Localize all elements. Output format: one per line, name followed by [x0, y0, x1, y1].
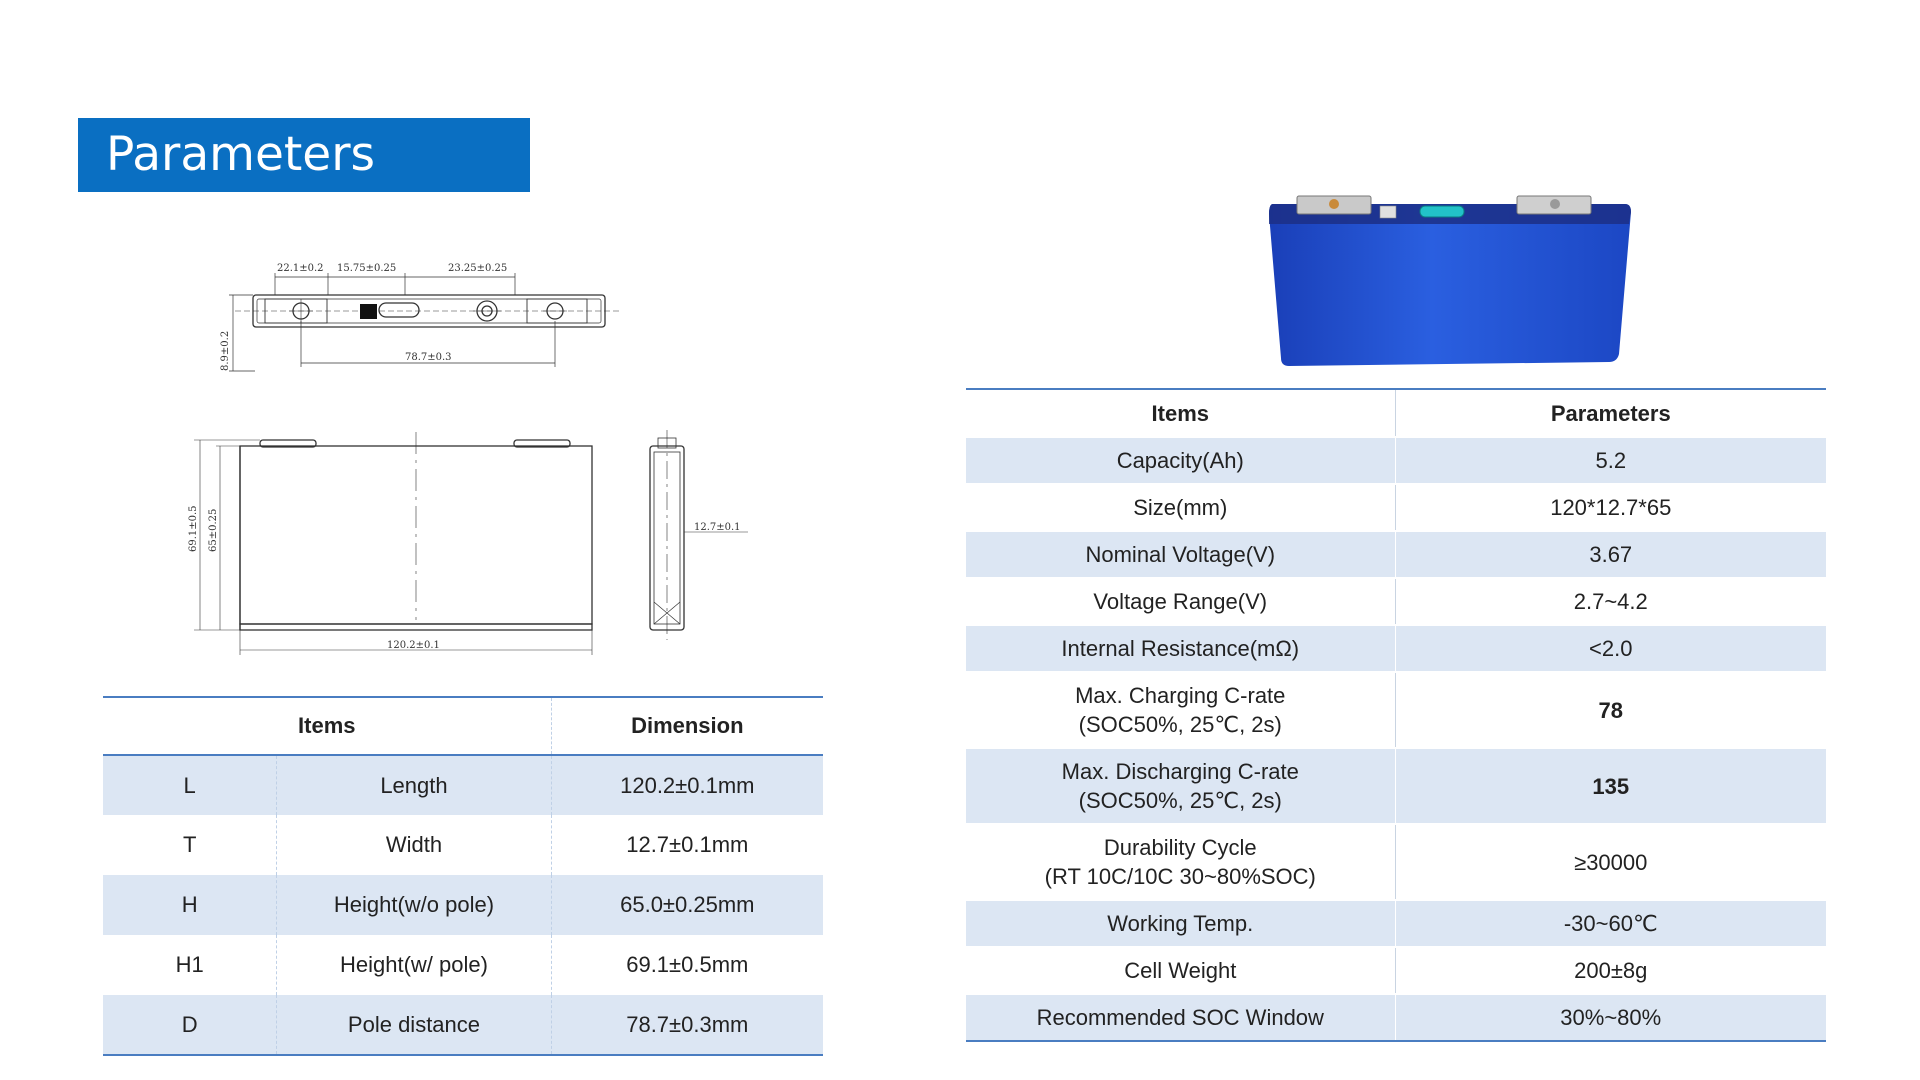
dimension-table-header: Items Dimension [103, 697, 823, 755]
dimension-header-items: Items [298, 713, 356, 738]
page-title: Parameters [106, 127, 376, 182]
parameter-item-condition: (RT 10C/10C 30~80%SOC) [1044, 864, 1316, 889]
parameter-table-header: Items Parameters [966, 389, 1826, 437]
dimension-symbol: D [181, 1011, 198, 1037]
parameter-item: Internal Resistance(mΩ) [966, 625, 1396, 672]
parameter-item: Voltage Range(V) [966, 578, 1396, 625]
dimension-table: Items Dimension L Length 120.2±0.1mm T W… [103, 696, 823, 1056]
parameter-item: Cell Weight [966, 947, 1396, 994]
table-row: H1 Height(w/ pole) 69.1±0.5mm [103, 935, 823, 995]
table-row: Max. Discharging C-rate (SOC50%, 25℃, 2s… [966, 748, 1826, 824]
parameter-value: 3.67 [1589, 542, 1633, 567]
table-row: Capacity(Ah) 5.2 [966, 437, 1826, 484]
parameter-item: Working Temp. [966, 900, 1396, 947]
table-row: Cell Weight 200±8g [966, 947, 1826, 994]
parameter-value: 78 [1598, 697, 1623, 723]
parameter-value: -30~60℃ [1563, 911, 1658, 936]
dimension-value: 12.7±0.1mm [550, 815, 823, 875]
table-row: Internal Resistance(mΩ) <2.0 [966, 625, 1826, 672]
cell-front-view-drawing: 69.1±0.5 65±0.25 120.2±0.1 [188, 432, 593, 655]
dimension-name: Pole distance [276, 995, 552, 1055]
parameter-item: Max. Discharging C-rate (SOC50%, 25℃, 2s… [966, 748, 1396, 824]
parameter-item-condition: (SOC50%, 25℃, 2s) [1078, 788, 1282, 813]
dim-label-height-wo-pole: 65±0.25 [208, 509, 219, 552]
table-row: L Length 120.2±0.1mm [103, 755, 823, 815]
table-row: Size(mm) 120*12.7*65 [966, 484, 1826, 531]
parameter-value: 135 [1592, 773, 1630, 799]
parameter-value: 200±8g [1574, 958, 1648, 983]
parameter-item: Recommended SOC Window [966, 994, 1396, 1041]
dim-label-23: 23.25±0.25 [448, 263, 507, 274]
battery-cell-image [1269, 195, 1631, 366]
parameter-value: 5.2 [1595, 448, 1627, 473]
parameter-item: Capacity(Ah) [966, 437, 1396, 484]
parameter-table: Items Parameters Capacity(Ah) 5.2 Size(m… [966, 388, 1826, 1042]
dimension-name: Height(w/o pole) [276, 875, 552, 935]
dimension-name: Width [276, 815, 552, 875]
dim-label-width: 12.7±0.1 [694, 522, 741, 533]
parameter-item: Durability Cycle (RT 10C/10C 30~80%SOC) [966, 824, 1396, 900]
parameter-item: Nominal Voltage(V) [966, 531, 1396, 578]
parameter-item: Max. Charging C-rate (SOC50%, 25℃, 2s) [966, 672, 1396, 748]
dimension-symbol: T [182, 832, 197, 857]
dimension-name: Height(w/ pole) [276, 935, 552, 995]
title-banner: Parameters [78, 118, 530, 192]
table-row: Nominal Voltage(V) 3.67 [966, 531, 1826, 578]
dim-label-22: 22.1±0.2 [277, 263, 324, 274]
dimension-name: Length [276, 755, 552, 815]
parameter-item-title: Max. Charging C-rate [1075, 683, 1286, 708]
table-row: Voltage Range(V) 2.7~4.2 [966, 578, 1826, 625]
table-row: H Height(w/o pole) 65.0±0.25mm [103, 875, 823, 935]
parameter-value: ≥30000 [1574, 849, 1648, 875]
table-row: D Pole distance 78.7±0.3mm [103, 995, 823, 1055]
table-row: Max. Charging C-rate (SOC50%, 25℃, 2s) 7… [966, 672, 1826, 748]
dim-label-height-w-pole: 69.1±0.5 [188, 505, 199, 552]
parameter-item-condition: (SOC50%, 25℃, 2s) [1078, 712, 1282, 737]
parameter-value: 2.7~4.2 [1573, 589, 1648, 614]
table-row: Working Temp. -30~60℃ [966, 900, 1826, 947]
parameter-value: <2.0 [1589, 636, 1633, 661]
parameter-item-title: Durability Cycle [1103, 835, 1257, 860]
cell-top-view-drawing: 22.1±0.2 15.75±0.25 23.25±0.25 78.7±0.3 … [220, 263, 620, 372]
dim-label-15: 15.75±0.25 [337, 263, 396, 274]
parameter-item-title: Max. Discharging C-rate [1061, 759, 1299, 784]
dimension-value: 120.2±0.1mm [550, 755, 823, 815]
table-row: Recommended SOC Window 30%~80% [966, 994, 1826, 1041]
dim-label-length: 120.2±0.1 [387, 640, 440, 651]
dimension-symbol: L [183, 772, 196, 798]
parameter-item: Size(mm) [966, 484, 1396, 531]
table-row: Durability Cycle (RT 10C/10C 30~80%SOC) … [966, 824, 1826, 900]
dimension-value: 78.7±0.3mm [550, 995, 823, 1055]
dimension-value: 69.1±0.5mm [550, 935, 823, 995]
parameter-value: 30%~80% [1560, 1005, 1662, 1030]
dimension-header-dimension: Dimension [550, 697, 823, 755]
parameter-header-items: Items [966, 389, 1396, 437]
dimension-value: 65.0±0.25mm [550, 875, 823, 935]
dim-label-thickness: 8.9±0.2 [220, 331, 231, 371]
dim-label-pole-distance: 78.7±0.3 [405, 352, 452, 363]
parameter-header-parameters: Parameters [1550, 400, 1671, 426]
cell-side-view-drawing: 12.7±0.1 [649, 430, 748, 640]
dimension-symbol: H1 [175, 952, 204, 977]
table-row: T Width 12.7±0.1mm [103, 815, 823, 875]
dimension-symbol: H [181, 892, 198, 917]
parameter-value: 120*12.7*65 [1550, 495, 1672, 520]
